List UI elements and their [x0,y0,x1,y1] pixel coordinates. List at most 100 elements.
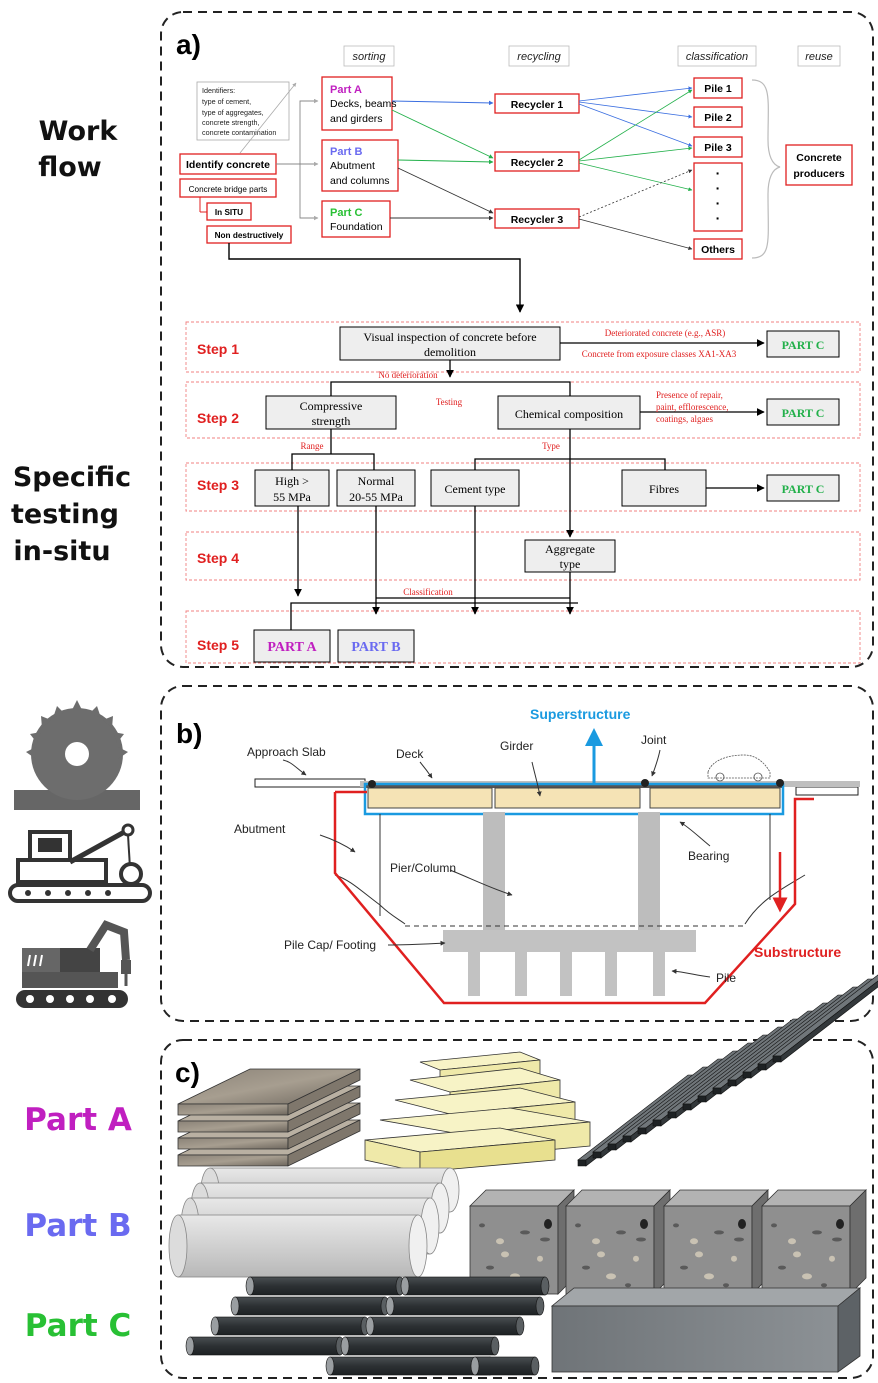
sorting-part-b-box: Part B Abutment and columns [321,139,399,192]
side-label-part-a: Part A [24,1102,132,1138]
panel-c-letter: c) [175,1057,200,1088]
step3-part-c-box [766,474,840,502]
pile-cap-label: Pile Cap/ Footing [284,938,376,952]
recycler-3-box [494,208,580,229]
part-a-yellow-beams [364,1051,591,1173]
step-5-band [185,610,861,664]
substructure-label: Substructure [754,944,841,960]
excavator-breaker-icon [16,920,131,1008]
reuse-brace [751,79,781,259]
concrete-cube [565,1189,671,1295]
dark-cylinder [245,1276,405,1296]
pile-2-label: Pile 2 [704,112,732,124]
svg-text:Cement type: Cement type [445,482,506,496]
svg-text:Chemical composition: Chemical composition [515,407,623,421]
visual-inspection-box: Visual inspection of concrete before dem… [339,326,561,361]
step-1-label: Step 1 [197,341,239,357]
wrecking-crane-icon [8,823,152,903]
deteriorated-label: Deteriorated concrete (e.g., ASR) [605,328,725,338]
part-a-dark-slats [577,974,878,1167]
step-5-label: Step 5 [197,637,239,653]
pile-3-label: Pile 3 [704,142,732,154]
classification-label: Classification [403,587,453,597]
svg-text:Foundation: Foundation [330,221,383,233]
step2-part-c-box [766,398,840,426]
pile-dots-box [693,162,743,232]
svg-text:Normal: Normal [358,474,395,488]
svg-text:concrete strength,: concrete strength, [202,118,260,127]
in-situ-label: In SITU [215,208,243,217]
svg-text:concrete contamination: concrete contamination [202,128,276,137]
side-label-workflow: Work flow [38,116,118,183]
step-4-band [185,531,861,581]
svg-text:paint, efflorescence,: paint, efflorescence, [656,402,729,412]
part-c-dark-cylinders [185,1276,550,1376]
concrete-cube [663,1189,769,1295]
bridge-diagram [254,728,860,1005]
svg-text:Presence of repair,: Presence of repair, [656,390,723,400]
header-classification: classification [686,51,748,63]
flow-connector [228,243,525,313]
joint-label: Joint [641,733,667,747]
svg-text:Part A: Part A [330,84,362,96]
dark-cylinder [325,1356,495,1376]
non-destructively-box [206,225,292,244]
svg-text:in-situ: in-situ [13,536,110,567]
step5-part-b-box [337,629,415,663]
svg-text:Concrete: Concrete [796,152,842,164]
circular-saw-icon [14,700,140,810]
superstructure-label: Superstructure [530,706,631,722]
step5-part-a-label: PART A [267,640,317,655]
svg-text:High >: High > [275,474,309,488]
svg-text:Identifiers:: Identifiers: [202,86,235,95]
pile-label: Pile [716,971,736,985]
dark-cylinder [365,1316,525,1336]
recycler-1-label: Recycler 1 [511,99,564,111]
sorting-part-c-box: Part C Foundation [321,200,391,238]
step-4-label: Step 4 [197,550,239,566]
recycler-3-label: Recycler 3 [511,214,564,226]
panel-a-letter: a) [176,29,201,60]
svg-text:type: type [560,557,581,571]
step1-part-c-label: PART C [782,338,825,352]
step2-part-c-label: PART C [782,406,825,420]
dark-cylinder [400,1276,550,1296]
svg-text:demolition: demolition [424,345,476,359]
header-sorting: sorting [352,51,386,63]
bridge-parts-box [179,178,277,198]
normal-strength-box: Normal 20-55 MPa [336,469,416,507]
side-label-part-c: Part C [25,1308,131,1344]
range-label: Range [301,441,324,451]
svg-text:·: · [716,210,721,226]
dark-cylinder [385,1296,545,1316]
part-b-cylinders [168,1167,460,1278]
identifiers-note: Identifiers: type of cement, type of agg… [196,81,297,154]
sorting-part-a-box: Part A Decks, beams and girders [321,76,397,131]
presence-label: Presence of repair, paint, efflorescence… [656,390,729,424]
step-1-band [185,321,861,373]
no-deterioration-label: No deterioration [378,370,438,380]
dark-cylinder [185,1336,345,1356]
deck-label: Deck [396,747,424,761]
recycler-2-label: Recycler 2 [511,157,564,169]
side-label-part-b: Part B [24,1208,131,1244]
step1-part-c-box [766,330,840,358]
recycler-1-box [494,93,580,114]
header-recycling: recycling [517,51,561,63]
panel-b-letter: b) [176,718,202,749]
chemical-composition-box: Chemical composition [497,395,641,430]
part-a-stacked-slabs [177,1068,361,1167]
svg-text:type of aggregates,: type of aggregates, [202,108,264,117]
step3-part-c-label: PART C [782,482,825,496]
svg-text:·: · [716,165,721,181]
pile-1-label: Pile 1 [704,83,732,95]
pile-1-box [693,77,743,99]
concrete-cube [761,1189,867,1295]
fibres-box: Fibres [621,469,707,507]
testing-label: Testing [436,397,463,407]
panel-b-frame [160,685,874,1022]
step5-part-b-label: PART B [351,640,400,655]
cement-type-box: Cement type [430,469,520,507]
side-label-specific-testing: Specific testing in-situ [11,462,131,567]
step-3-label: Step 3 [197,477,239,493]
